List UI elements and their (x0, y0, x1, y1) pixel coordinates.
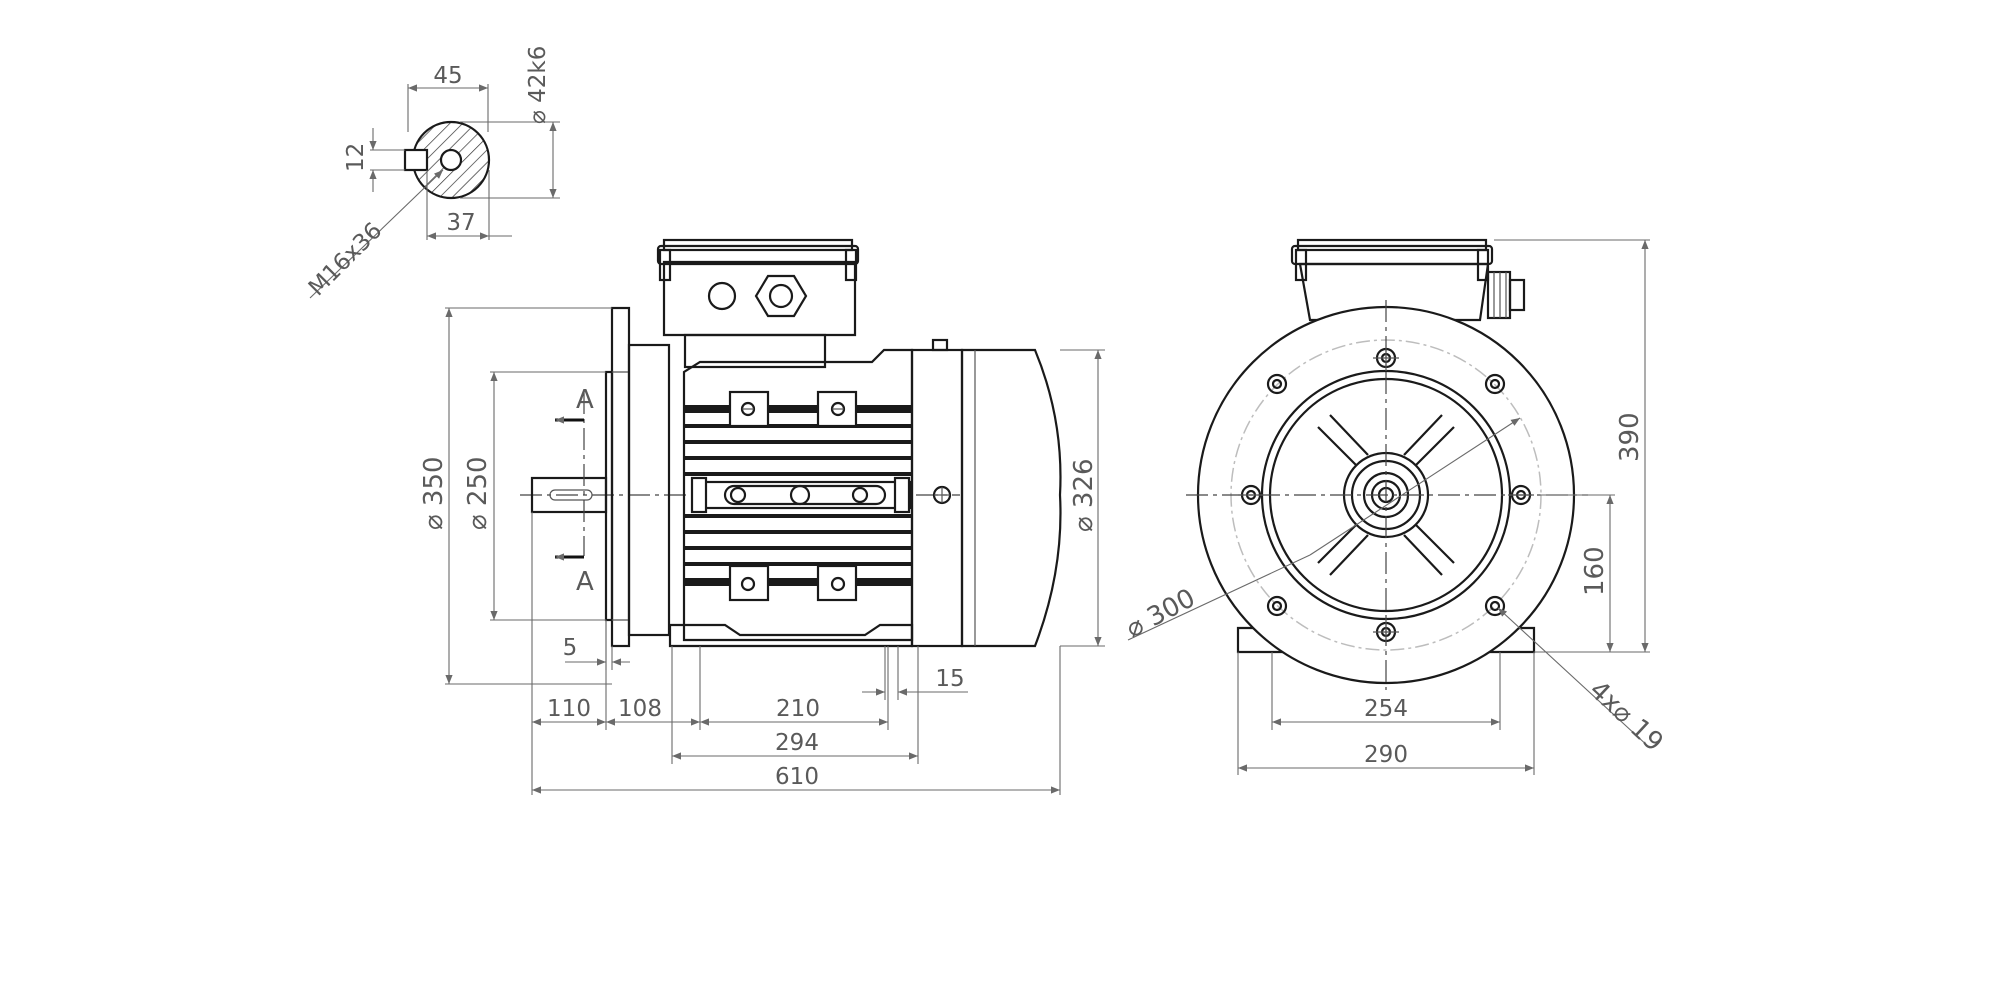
overall-height-label: 390 (1615, 412, 1645, 462)
section-width-label: 45 (433, 63, 462, 89)
flange-bolt-holes (1238, 345, 1534, 645)
cable-entry-plug (707, 281, 737, 311)
foot-holes-label: 4x⌀ 19 (1583, 675, 1669, 758)
end-shield (910, 348, 964, 648)
eyebolt-group (690, 476, 911, 514)
shaft-section-view: 45 ⌀ 42k6 12 37 M16x36 (304, 46, 560, 301)
thread-label: M16x36 (304, 218, 387, 301)
cable-gland-side (1486, 270, 1512, 320)
bottom-mounting-pads (728, 564, 858, 602)
frame-diameter-label: ⌀ 326 (1069, 458, 1099, 532)
key-width-label: 12 (343, 143, 369, 172)
threaded-hole (439, 148, 463, 172)
cooling-fins (684, 405, 912, 586)
shoulder-label: 108 (618, 696, 662, 722)
motor-frame (682, 348, 914, 642)
motor-feet (668, 623, 914, 648)
overall-length-label: 610 (775, 764, 819, 790)
motor-side-view: A A ⌀ 350 ⌀ 250 ⌀ 326 5 110 108 210 (419, 238, 1105, 795)
terminal-box (656, 238, 860, 369)
motor-end-view: ⌀ 300 390 160 254 290 4x⌀ 19 (1121, 238, 1669, 775)
fan-spokes (1317, 414, 1455, 576)
foot-spacing-label: 210 (776, 696, 820, 722)
flange-gap-label: 5 (563, 635, 578, 661)
fan-cover (960, 348, 1062, 648)
foot-width-side-label: 15 (935, 666, 964, 692)
section-marker-top: A (576, 385, 594, 415)
shaft-length-label: 110 (547, 696, 591, 722)
end-terminal-box (1290, 238, 1526, 322)
key-slot (403, 148, 429, 172)
section-marker-bottom: A (576, 567, 594, 597)
key-depth-label: 37 (446, 210, 475, 236)
cable-gland (754, 274, 808, 318)
shaft-height-label: 160 (1580, 546, 1610, 596)
flange (610, 306, 631, 648)
foot-holes-spacing-label: 254 (1364, 696, 1408, 722)
flange-diameter-label: ⌀ 350 (419, 456, 449, 530)
top-mounting-pads (728, 390, 858, 428)
shaft-keyway (549, 489, 593, 501)
flange-hub (627, 343, 671, 637)
section-diameter-label: ⌀ 42k6 (525, 46, 551, 124)
spigot-diameter-label: ⌀ 250 (463, 456, 493, 530)
foot-length-label: 294 (775, 730, 819, 756)
foot-width-label: 290 (1364, 742, 1408, 768)
pcd-label: ⌀ 300 (1121, 583, 1200, 644)
